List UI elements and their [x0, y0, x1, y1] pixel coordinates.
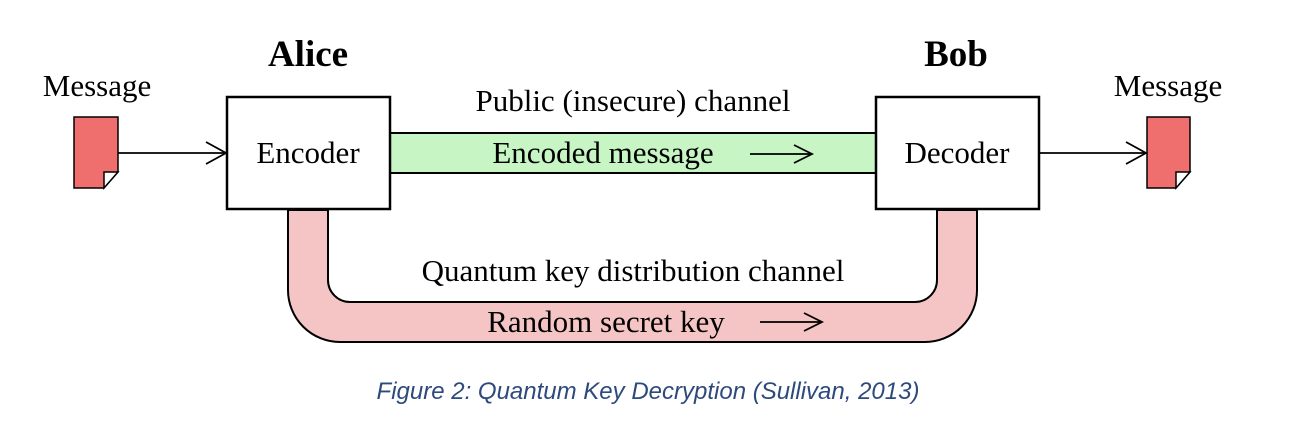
figure-caption: Figure 2: Quantum Key Decryption (Sulliv… — [376, 378, 920, 405]
encoded-message-label: Encoded message — [492, 135, 713, 170]
output-document-icon — [1146, 116, 1192, 190]
alice-label: Alice — [268, 34, 348, 75]
random-secret-key-label: Random secret key — [487, 304, 725, 339]
encoder-box — [225, 95, 392, 211]
input-message-label: Message — [43, 68, 151, 103]
decoder-label: Decoder — [905, 135, 1011, 170]
input-arrow-icon — [118, 141, 228, 165]
encoder-label: Encoder — [256, 135, 360, 170]
output-message-label: Message — [1114, 68, 1222, 103]
public-channel-title: Public (insecure) channel — [475, 83, 790, 118]
input-document-icon — [73, 116, 120, 190]
bob-label: Bob — [924, 34, 988, 75]
quantum-channel-band — [287, 209, 978, 343]
encoded-message-arrow-icon — [750, 144, 815, 164]
secret-key-arrow-icon — [760, 312, 825, 332]
output-arrow-icon — [1039, 141, 1148, 165]
quantum-channel-title: Quantum key distribution channel — [422, 253, 845, 288]
